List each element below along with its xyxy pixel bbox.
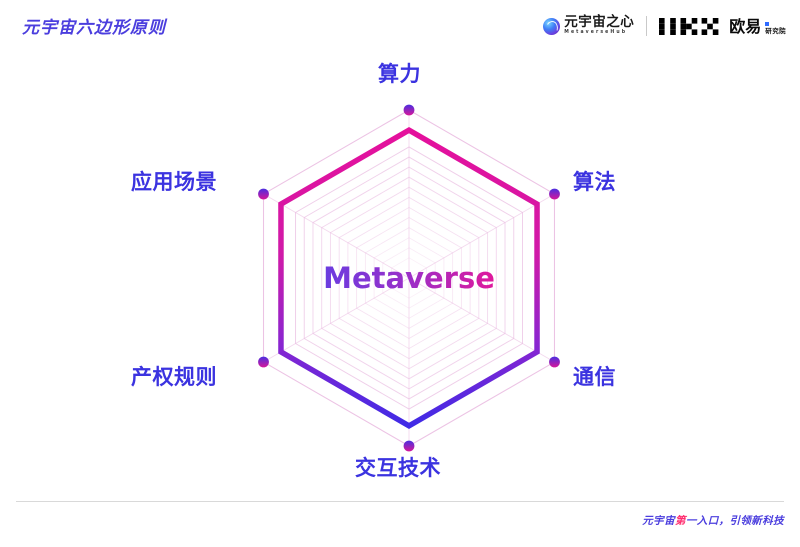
- page-header: 元宇宙六边形原则 元宇宙之心 MetaverseHub: [0, 0, 800, 52]
- axis-label-yingyong: 应用场景: [131, 170, 217, 194]
- okx-logo: 欧易 研究院: [659, 16, 786, 36]
- axis-label-suanli: 算力: [378, 62, 421, 86]
- footer-tagline-highlight: 第: [674, 515, 686, 527]
- okx-wordmark-icon: [659, 17, 719, 35]
- footer-tagline-before: 元宇宙: [642, 515, 675, 527]
- brand-divider: [646, 16, 648, 36]
- axis-label-jiaohu: 交互技术: [355, 456, 441, 480]
- radar-spokes: [263, 110, 555, 446]
- okx-accent-square-icon: [765, 22, 770, 26]
- radar-vertex-dot: [549, 356, 560, 368]
- radar-vertex-dot: [258, 356, 269, 368]
- metaverse-globe-icon: [543, 17, 561, 35]
- metaverse-hub-en-name: MetaverseHub: [564, 30, 628, 36]
- radar-chart: Metaverse 算力 算法 通信 交互技术 产权规则 应用场景: [0, 46, 800, 501]
- radar-vertex-dot: [403, 104, 415, 116]
- radar-series-polygon: [278, 126, 540, 430]
- radar-spoke: [263, 277, 410, 363]
- page-title: 元宇宙六边形原则: [22, 18, 166, 38]
- radar-spoke: [408, 193, 555, 279]
- center-label: Metaverse: [323, 261, 495, 295]
- radar-vertex-dot: [258, 188, 269, 200]
- radar-vertex-dot: [549, 188, 560, 200]
- brand-bar: 元宇宙之心 MetaverseHub: [543, 12, 786, 40]
- radar-chart-svg: Metaverse: [258, 104, 560, 452]
- footer-tagline-after: 一入口，引领新科技: [685, 515, 784, 527]
- footer-tagline: 元宇宙第一入口，引领新科技: [642, 513, 784, 528]
- axis-label-suanfa: 算法: [573, 170, 616, 194]
- axis-label-tongxin: 通信: [573, 365, 616, 389]
- radar-spoke: [263, 193, 410, 279]
- radar-vertex-dots: [258, 104, 560, 452]
- metaverse-hub-cn-name: 元宇宙之心: [564, 13, 635, 30]
- radar-series-outline: [278, 126, 540, 430]
- okx-sub-name: 研究院: [765, 27, 786, 35]
- radar-vertex-dot: [403, 440, 415, 452]
- axis-label-chanquan: 产权规则: [131, 365, 217, 389]
- footer-divider: [16, 501, 784, 502]
- radar-spoke: [408, 277, 555, 363]
- metaverse-hub-logo: 元宇宙之心 MetaverseHub: [543, 13, 635, 36]
- okx-cn-name: 欧易: [729, 16, 762, 36]
- page-footer: 元宇宙第一入口，引领新科技: [0, 501, 800, 547]
